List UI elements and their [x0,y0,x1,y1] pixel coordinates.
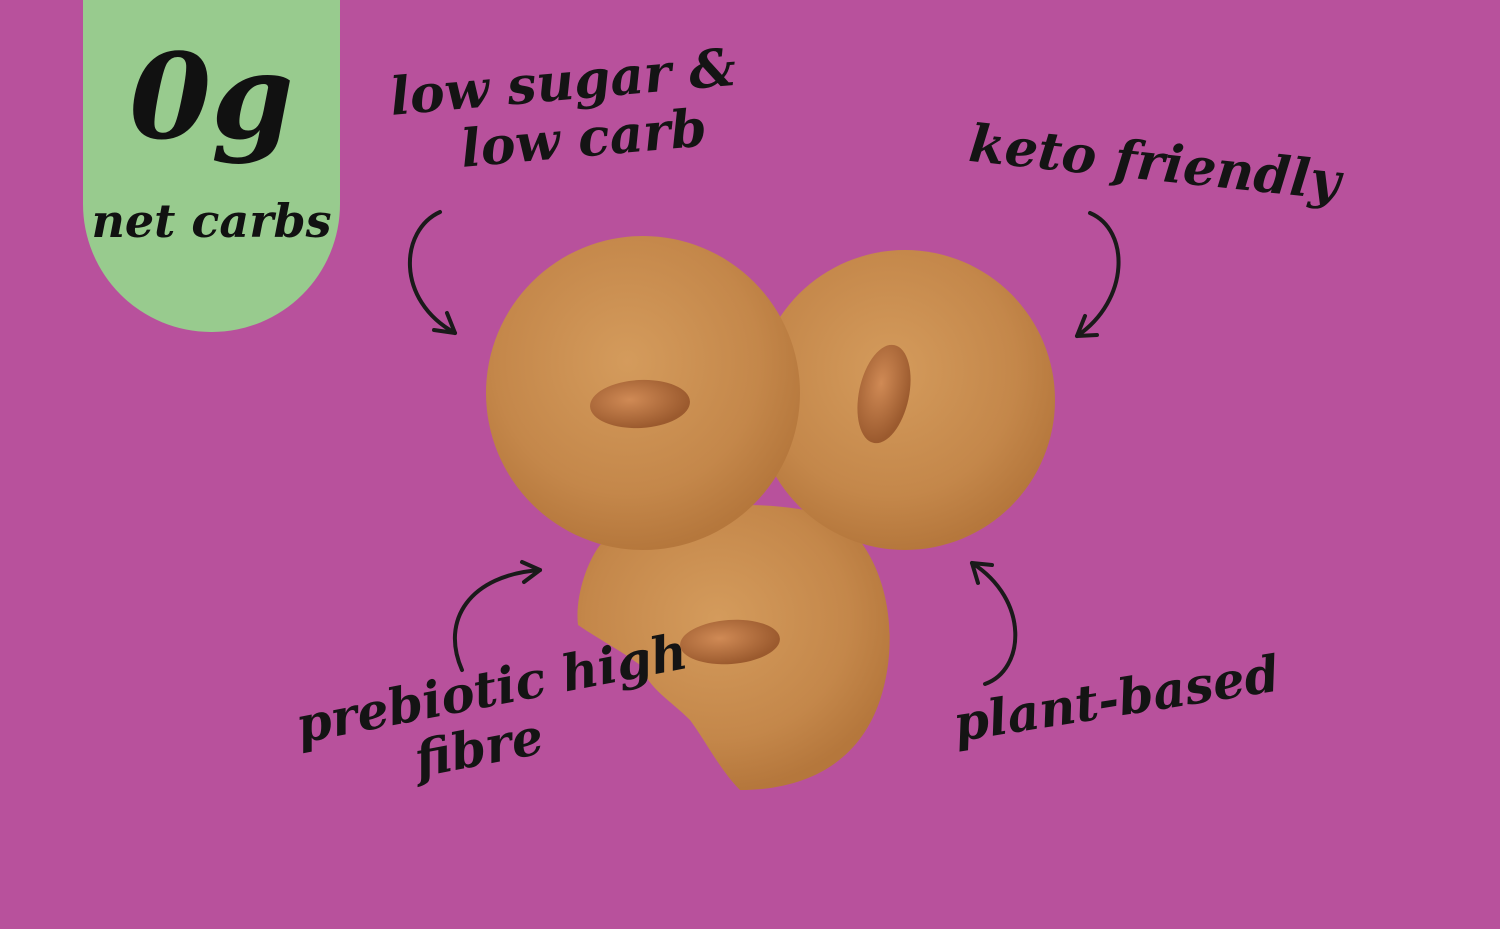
almond-icon [590,379,690,429]
cookie-left [486,236,800,550]
curved-arrow-icon [970,561,1018,686]
cookie-right [755,250,1055,550]
cookie-bitten [577,505,890,790]
net-carbs-badge: 0g net carbs [83,0,340,332]
almond-icon [857,344,911,444]
badge-label: net carbs [91,194,332,248]
curved-arrow-icon [1075,211,1121,338]
badge-value: 0g [129,27,294,166]
curved-arrow-icon [452,560,542,672]
curved-arrow-icon [408,210,457,335]
almond-icon [680,619,780,665]
